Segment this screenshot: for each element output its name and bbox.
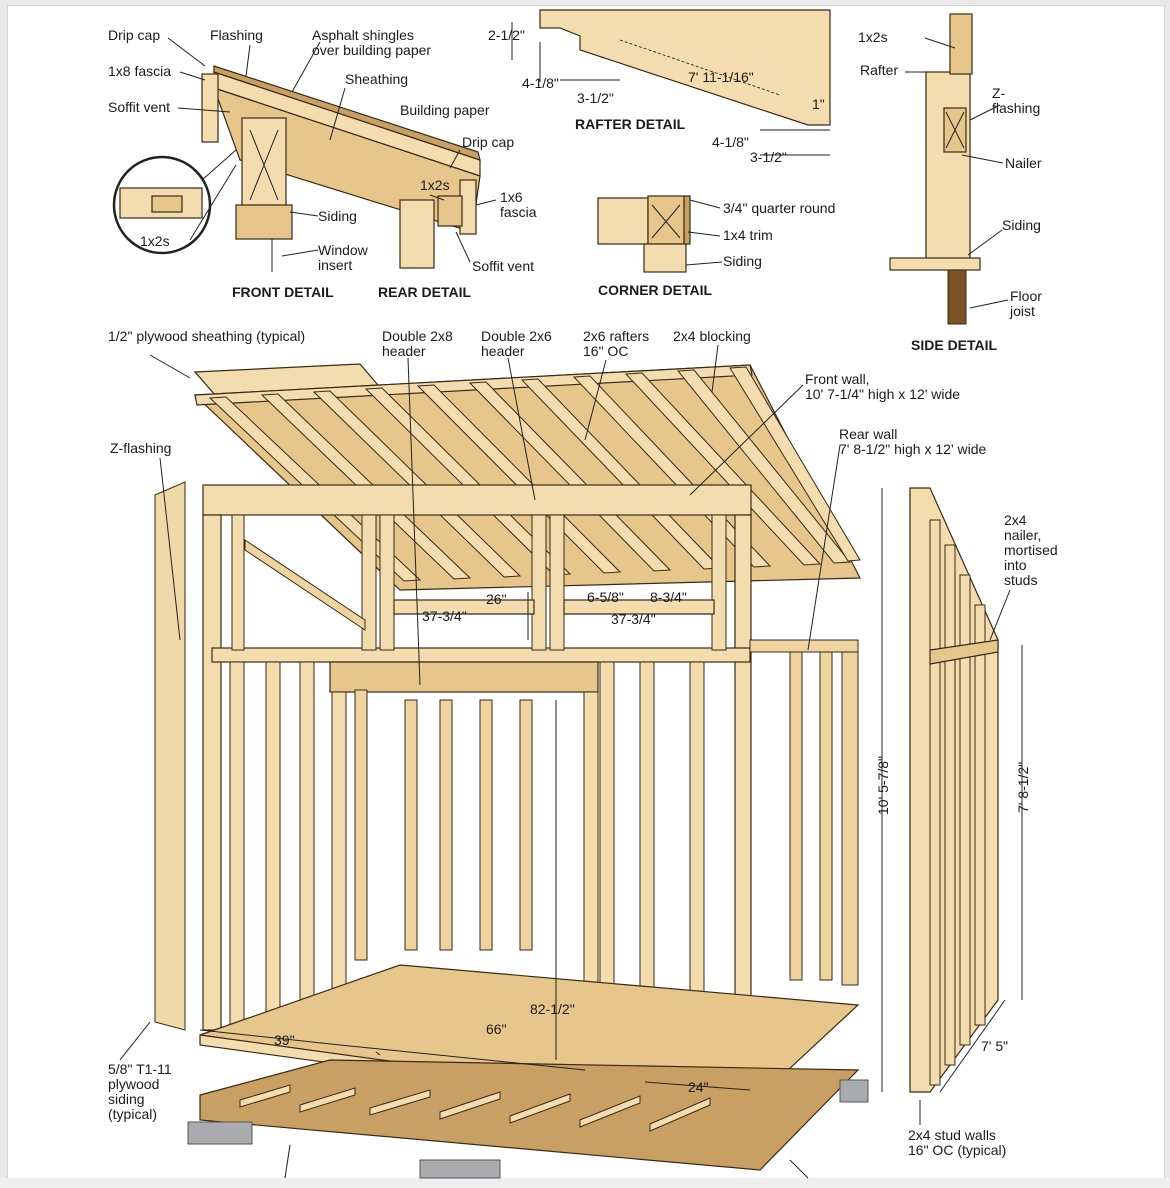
nailer-2x4-label: 2x4 nailer, mortised into studs [1004,512,1058,588]
rear-wall-label: Rear wall 7' 8-1/2" high x 12' wide [839,426,987,457]
soffit-vent-label: Soffit vent [108,99,171,115]
side-detail-drawing [889,13,981,325]
trim-1x4-label: 1x4 trim [723,227,773,243]
inset-1x2s-label: 1x2s [140,233,170,249]
roof-frame [193,363,861,591]
rafter-detail-drawing [511,9,831,156]
rafter-dim-3-1-2-a: 3-1/2" [577,90,614,106]
front-wall-label: Front wall, 10' 7-1/4" high x 12' wide [805,371,961,402]
corner-detail-drawing [597,195,691,273]
fascia-1x8-label: 1x8 fascia [108,63,172,79]
rear-wall-frame [244,539,859,986]
dim-8-3-4: 8-3/4" [650,589,687,605]
rafter-dim-3-1-2-b: 3-1/2" [750,149,787,165]
sheathing-label: Sheathing [345,71,409,87]
bottom-bar [0,1178,1170,1188]
rear-detail-title: REAR DETAIL [378,284,472,300]
z-flashing-label: Z-flashing [110,440,172,456]
side-siding-label: Siding [1002,217,1041,233]
double-2x8-header-label: Double 2x8 header [382,328,453,359]
dim-37-3-4-a: 37-3/4" [422,608,467,624]
corner-detail-title: CORNER DETAIL [598,282,713,298]
blocking-label: 2x4 blocking [673,328,751,344]
siding-label: Siding [318,208,357,224]
rafter-dim-length: 7' 11-1/16" [688,69,754,85]
side-z-flashing-label: Z- flashing [992,85,1041,116]
stud-walls-label: 2x4 stud walls 16" OC (typical) [908,1127,1007,1158]
t111-siding-label: 5/8" T1-11 plywood siding (typical) [108,1061,172,1122]
asphalt-shingles-label: Asphalt shingles over building paper [312,27,432,58]
front-rear-detail-drawing [112,65,481,272]
t111-siding-panel [154,481,186,1031]
side-rafter-label: Rafter [860,62,899,78]
dim-10-5-7-8: 10' 5-7/8" [875,755,891,815]
floor-joist-label: Floor joist [1010,288,1042,319]
dim-39: 39" [274,1032,295,1048]
front-detail-title: FRONT DETAIL [232,284,334,300]
rafter-dim-4-1-8-a: 4-1/8" [522,75,559,91]
side-detail-title: SIDE DETAIL [911,337,998,353]
rafter-detail-title: RAFTER DETAIL [575,116,686,132]
dim-66: 66" [486,1021,507,1037]
rafter-dim-2-1-2: 2-1/2" [488,27,525,43]
flashing-label: Flashing [210,27,263,43]
front-wall-frame [202,484,752,1078]
window-insert-label: Window insert [318,242,368,273]
side-nailer-label: Nailer [1005,155,1042,171]
quarter-round-label: 3/4" quarter round [723,200,836,216]
rear-1x2s-label: 1x2s [420,177,450,193]
dim-7-8-1-2: 7' 8-1/2" [1015,761,1031,813]
dim-82-1-2: 82-1/2" [530,1001,575,1017]
dim-37-3-4-b: 37-3/4" [611,611,656,627]
front-drip-cap-label: Drip cap [108,27,161,43]
dim-26: 26" [486,591,507,607]
side-1x2s-label: 1x2s [858,29,888,45]
rafter-dim-1: 1" [812,96,825,112]
floor-platform [187,964,869,1179]
dim-7-5: 7' 5" [981,1038,1009,1054]
plywood-sheathing-label: 1/2" plywood sheathing (typical) [108,328,306,344]
side-wall-frame [909,487,999,1093]
rear-soffit-vent-label: Soffit vent [472,258,535,274]
leader-lines [119,37,1023,1179]
building-paper-label: Building paper [400,102,490,118]
dim-24: 24" [688,1079,709,1095]
fascia-1x6-label: 1x6 fascia [500,189,537,220]
rafter-dim-4-1-8-b: 4-1/8" [712,134,749,150]
dim-6-5-8: 6-5/8" [587,589,624,605]
corner-siding-label: Siding [723,253,762,269]
double-2x6-header-label: Double 2x6 header [481,328,552,359]
rafters-label: 2x6 rafters 16" OC [583,328,650,359]
rear-drip-cap-label: Drip cap [462,134,515,150]
